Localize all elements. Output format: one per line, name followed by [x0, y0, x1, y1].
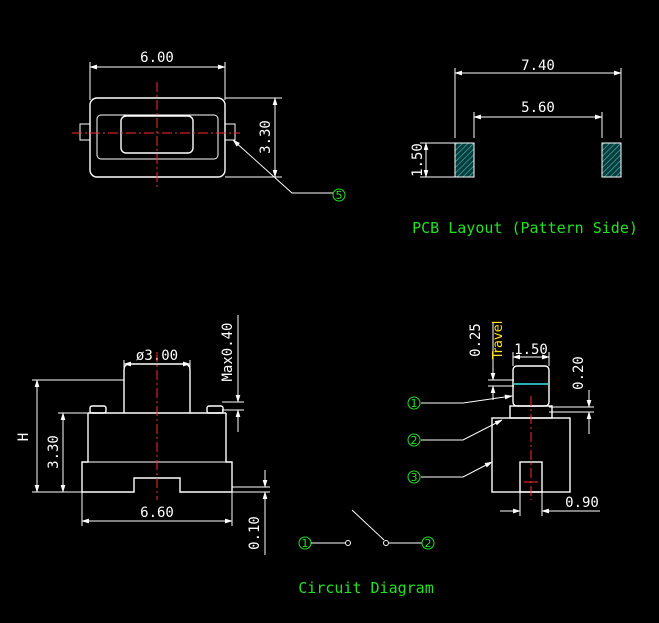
- callout-5-marker: [332, 188, 346, 202]
- height-label: H: [16, 433, 32, 441]
- callout-1-label: 1: [411, 397, 418, 410]
- pcb-inner-dimension: 5.60: [521, 100, 555, 116]
- callout-1-marker: [407, 396, 421, 410]
- base-width-dimension: 6.60: [140, 505, 174, 521]
- max-dimension: Max0.40: [220, 322, 236, 381]
- left-terminal: [79, 123, 91, 141]
- pcb-pad-dimension: 1.50: [410, 143, 426, 177]
- actuator-outline: [120, 115, 194, 154]
- side-view: ø3.00 Max0.40 H 3.30 6.60 0.1: [16, 315, 270, 555]
- left-pad: [454, 142, 475, 178]
- top-width-dimension: 6.00: [140, 50, 174, 66]
- terminal-2-label: 2: [425, 537, 432, 550]
- pcb-layout-caption: PCB Layout (Pattern Side): [412, 219, 638, 237]
- callout-5-label: 5: [336, 189, 343, 202]
- terminal-2-marker: [421, 536, 435, 550]
- circuit-diagram: 1 2 Circuit Diagram: [298, 509, 435, 597]
- circuit-caption: Circuit Diagram: [298, 579, 433, 597]
- switch-contact: [351, 509, 385, 541]
- top-height-dimension: 3.30: [258, 120, 274, 154]
- end-view: 0.25 Travel 1.50 0.20 0.90 1 2: [407, 321, 600, 516]
- pin-width-dimension: 0.90: [565, 495, 599, 511]
- cap-dimension: 0.20: [571, 356, 587, 390]
- bottom-dimension: 0.10: [247, 516, 263, 550]
- terminal-1-label: 1: [302, 537, 309, 550]
- callout-2-label: 2: [411, 434, 418, 447]
- right-terminal: [224, 123, 236, 141]
- callout-2-marker: [407, 433, 421, 447]
- top-view: 6.00 3.30 5: [72, 50, 346, 202]
- pcb-overall-dimension: 7.40: [521, 58, 555, 74]
- callout-3-marker: [407, 470, 421, 484]
- travel-dimension: 0.25: [468, 323, 484, 357]
- travel-label: Travel: [491, 321, 506, 361]
- body-height-dimension: 3.30: [46, 435, 62, 469]
- pcb-layout-view: 7.40 5.60 1.50 PCB Layout (Pattern Side): [410, 58, 638, 237]
- right-pad: [601, 142, 622, 178]
- top-width-end-dimension: 1.50: [514, 342, 548, 358]
- button-cap: [123, 363, 191, 413]
- callout-3-label: 3: [411, 471, 418, 484]
